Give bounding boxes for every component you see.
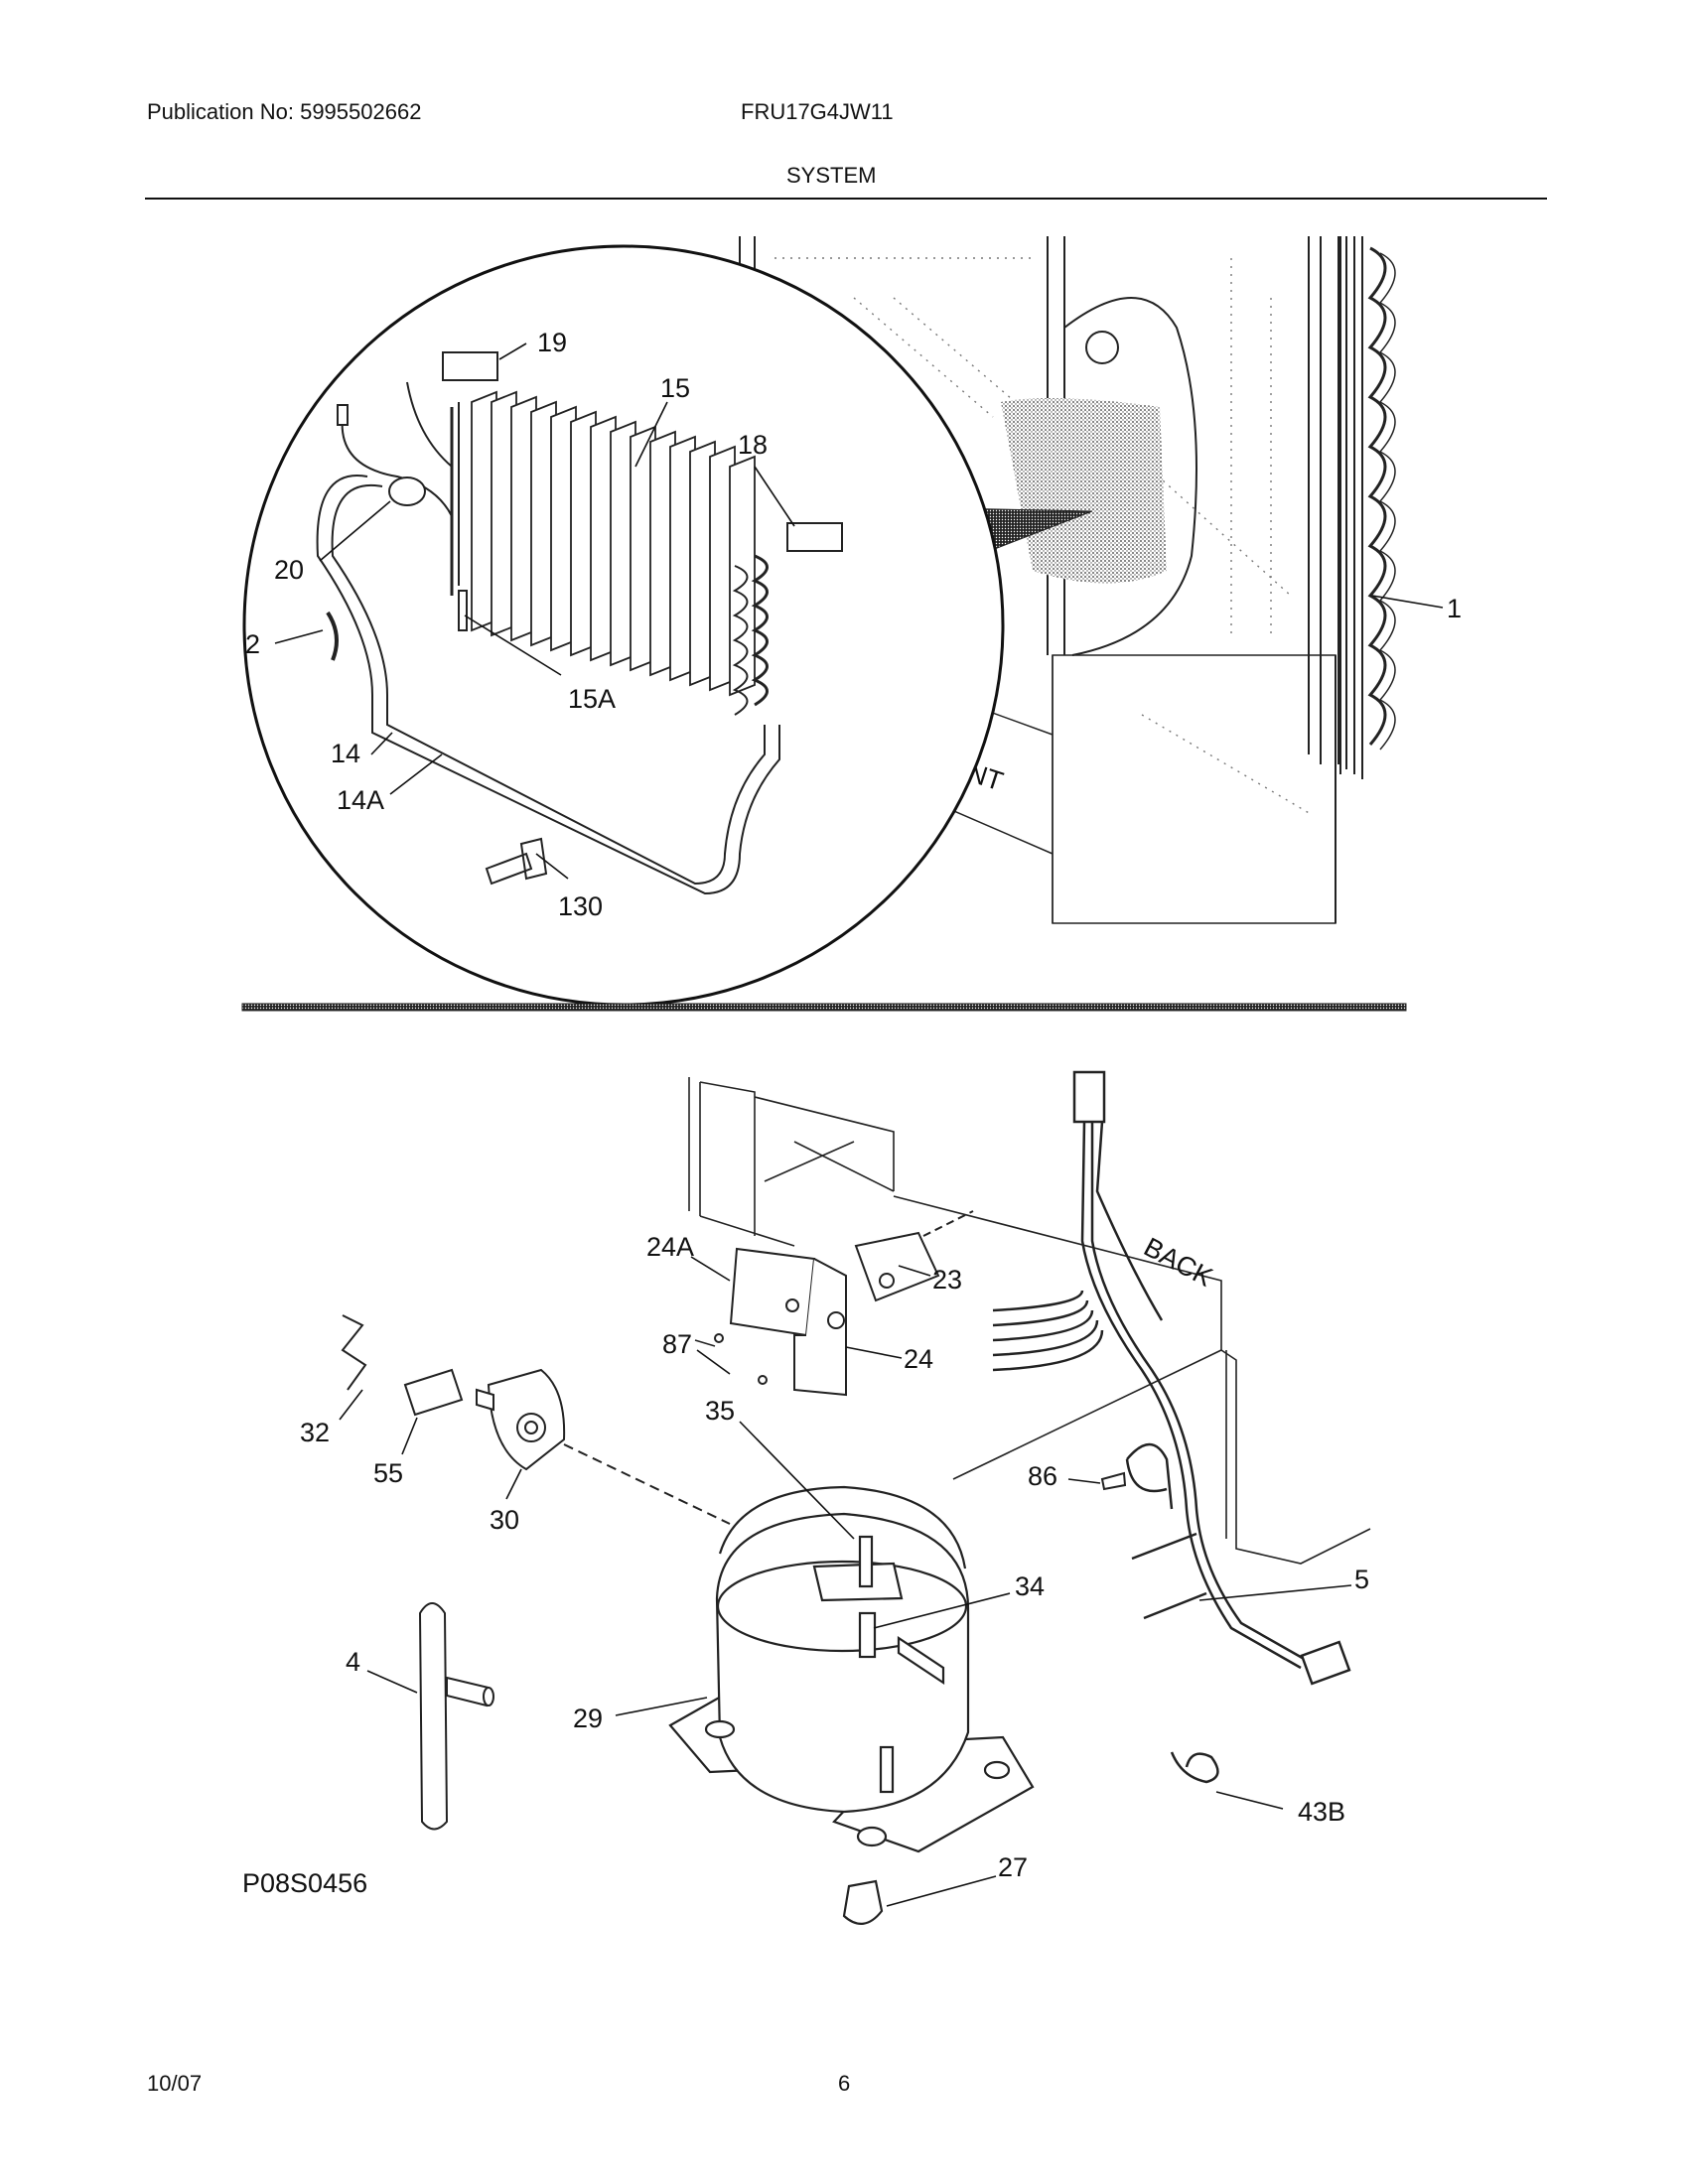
back-label: BACK xyxy=(1139,1232,1217,1293)
start-relay-group xyxy=(341,1314,731,1525)
callout-35: 35 xyxy=(705,1396,735,1426)
part-130-plug xyxy=(485,837,548,886)
header-rule xyxy=(145,198,1547,200)
callout-32: 32 xyxy=(300,1418,330,1447)
callout-24: 24 xyxy=(904,1344,933,1374)
part-43b-clip xyxy=(1170,1751,1219,1784)
relay-bracket xyxy=(694,1210,974,1397)
callout-1: 1 xyxy=(1447,594,1462,623)
page-number: 6 xyxy=(838,2071,851,2096)
callout-43b: 43B xyxy=(1298,1797,1345,1827)
callout-86: 86 xyxy=(1028,1461,1057,1491)
upper-leaders xyxy=(274,342,1444,880)
callout-24a: 24A xyxy=(646,1232,694,1262)
callout-20: 20 xyxy=(274,555,304,585)
part-2-clip xyxy=(326,611,339,661)
callout-130: 130 xyxy=(558,891,603,921)
callout-14: 14 xyxy=(331,739,360,768)
callout-14a: 14A xyxy=(337,785,384,815)
section-title: SYSTEM xyxy=(786,163,877,188)
callout-5: 5 xyxy=(1354,1565,1369,1594)
compressor xyxy=(668,1485,1035,1925)
callout-87: 87 xyxy=(662,1329,692,1359)
callout-2: 2 xyxy=(245,629,260,659)
power-cord xyxy=(1072,1070,1351,1686)
callout-4: 4 xyxy=(346,1647,360,1677)
defrost-thermostat xyxy=(337,381,453,517)
callout-15: 15 xyxy=(660,373,690,403)
part-18-block xyxy=(786,522,843,552)
condenser-coil xyxy=(1337,236,1396,779)
drawing-number: P08S0456 xyxy=(242,1868,368,1898)
part-19-block xyxy=(442,351,498,381)
callout-15a: 15A xyxy=(568,684,616,714)
cabinet-bottom-drawing xyxy=(688,1077,1371,1565)
lower-leaders xyxy=(339,1256,1352,1907)
callout-55: 55 xyxy=(373,1458,403,1488)
callout-18: 18 xyxy=(738,430,768,460)
part-15a-heater xyxy=(458,590,468,631)
part-86-screw xyxy=(1100,1471,1127,1491)
model-number: FRU17G4JW11 xyxy=(741,99,894,124)
callout-19: 19 xyxy=(537,328,567,357)
footer-date: 10/07 xyxy=(147,2071,203,2096)
callout-23: 23 xyxy=(932,1265,962,1295)
suction-line xyxy=(316,475,780,895)
evaporator-cavity xyxy=(1001,398,1167,584)
callout-30: 30 xyxy=(490,1505,519,1535)
evaporator-coil xyxy=(450,390,769,716)
publication-number: Publication No: 5995502662 xyxy=(147,99,422,124)
section-divider xyxy=(241,1003,1407,1012)
callout-34: 34 xyxy=(1015,1571,1045,1601)
wire-harness-left xyxy=(992,1290,1104,1372)
callout-27: 27 xyxy=(998,1852,1028,1882)
callout-29: 29 xyxy=(573,1704,603,1733)
filter-drier xyxy=(418,1602,494,1831)
